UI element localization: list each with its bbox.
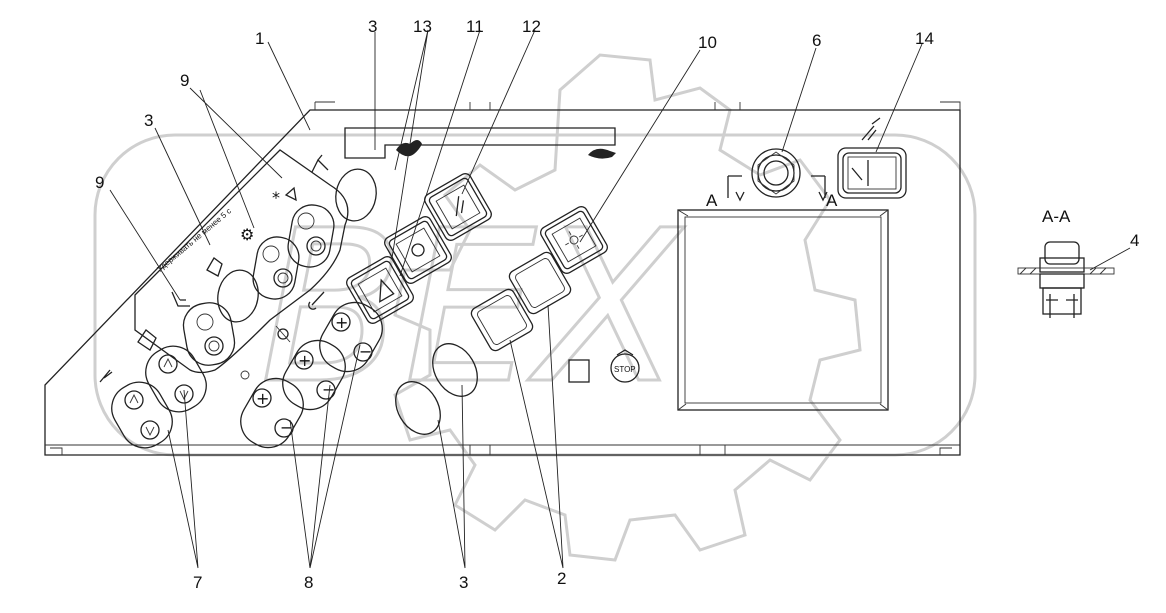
callout-12: 12 xyxy=(522,17,541,36)
callout-10: 10 xyxy=(698,33,717,52)
stop-label: STOP xyxy=(614,365,636,374)
callout-1: 1 xyxy=(255,29,264,48)
thermometer-icon xyxy=(308,291,325,310)
stop-button[interactable]: STOP xyxy=(568,349,640,383)
cab-icon xyxy=(206,257,223,277)
blank-plug-1 xyxy=(470,288,534,352)
nozzle-top-icon xyxy=(861,117,881,141)
nozzle-icon xyxy=(311,154,329,173)
rocker-switch-2[interactable] xyxy=(250,234,302,302)
callout-9-top: 9 xyxy=(180,71,189,90)
blank-oval-top xyxy=(335,168,377,222)
callout-9-left: 9 xyxy=(95,173,104,192)
section-title: A-A xyxy=(1042,207,1071,226)
callout-6: 6 xyxy=(812,31,821,50)
svg-text:−: − xyxy=(359,342,372,361)
nut-6 xyxy=(727,148,828,202)
cab-small-icon xyxy=(137,329,157,351)
button-14[interactable] xyxy=(837,147,907,199)
plus-minus-switch-3[interactable]: + − xyxy=(311,294,391,381)
svg-text:+: + xyxy=(335,313,348,332)
callout-4: 4 xyxy=(1130,231,1139,250)
rocker-switch-3[interactable] xyxy=(180,299,238,368)
svg-text:*: * xyxy=(272,188,280,207)
fan-icon: ⚙ xyxy=(240,225,254,244)
rocker-switch-1[interactable] xyxy=(285,202,337,270)
blank-oval-3a xyxy=(395,381,441,435)
svg-text:⚙: ⚙ xyxy=(240,225,254,244)
callout-14: 14 xyxy=(915,29,934,48)
arrow-switch-1[interactable] xyxy=(103,373,181,456)
callout-7: 7 xyxy=(193,573,202,592)
sun-small-icon xyxy=(240,370,250,380)
button-13[interactable] xyxy=(344,254,415,325)
panel-body xyxy=(44,101,961,456)
section-mark-left: A xyxy=(706,191,718,210)
callout-13: 13 xyxy=(413,17,432,36)
section-mark-right: A xyxy=(826,191,838,210)
svg-text:+: + xyxy=(298,351,311,370)
section-labels: A-A A A xyxy=(706,191,1071,226)
turtle-icon xyxy=(588,148,616,159)
button-12[interactable] xyxy=(422,171,493,242)
blank-oval-left xyxy=(217,269,259,323)
callout-11: 11 xyxy=(466,17,484,36)
button-11[interactable] xyxy=(382,214,453,285)
svg-text:+: + xyxy=(256,389,269,408)
blank-oval-3b xyxy=(432,343,478,397)
snowflake-icon: * xyxy=(272,186,297,207)
lamp-icon xyxy=(275,325,291,343)
blank-plug-2 xyxy=(508,251,572,315)
section-detail xyxy=(1017,241,1115,318)
callout-3-bottom: 3 xyxy=(459,573,468,592)
nozzle-small-icon xyxy=(99,369,113,383)
leader-lines xyxy=(109,29,1131,569)
callout-3-left: 3 xyxy=(144,111,153,130)
callout-3-top: 3 xyxy=(368,17,377,36)
plus-minus-switch-2[interactable]: + − xyxy=(274,332,354,419)
callout-2: 2 xyxy=(557,569,566,588)
callout-8: 8 xyxy=(304,573,313,592)
button-10-sun[interactable] xyxy=(538,204,609,275)
svg-text:−: − xyxy=(322,380,335,399)
callouts: 1 3 13 11 12 10 6 14 9 3 9 4 7 8 3 2 xyxy=(95,17,1139,592)
seat-icon xyxy=(171,291,190,307)
plus-minus-switch-1[interactable]: + − xyxy=(232,370,312,457)
arrow-switch-2[interactable] xyxy=(137,337,215,420)
